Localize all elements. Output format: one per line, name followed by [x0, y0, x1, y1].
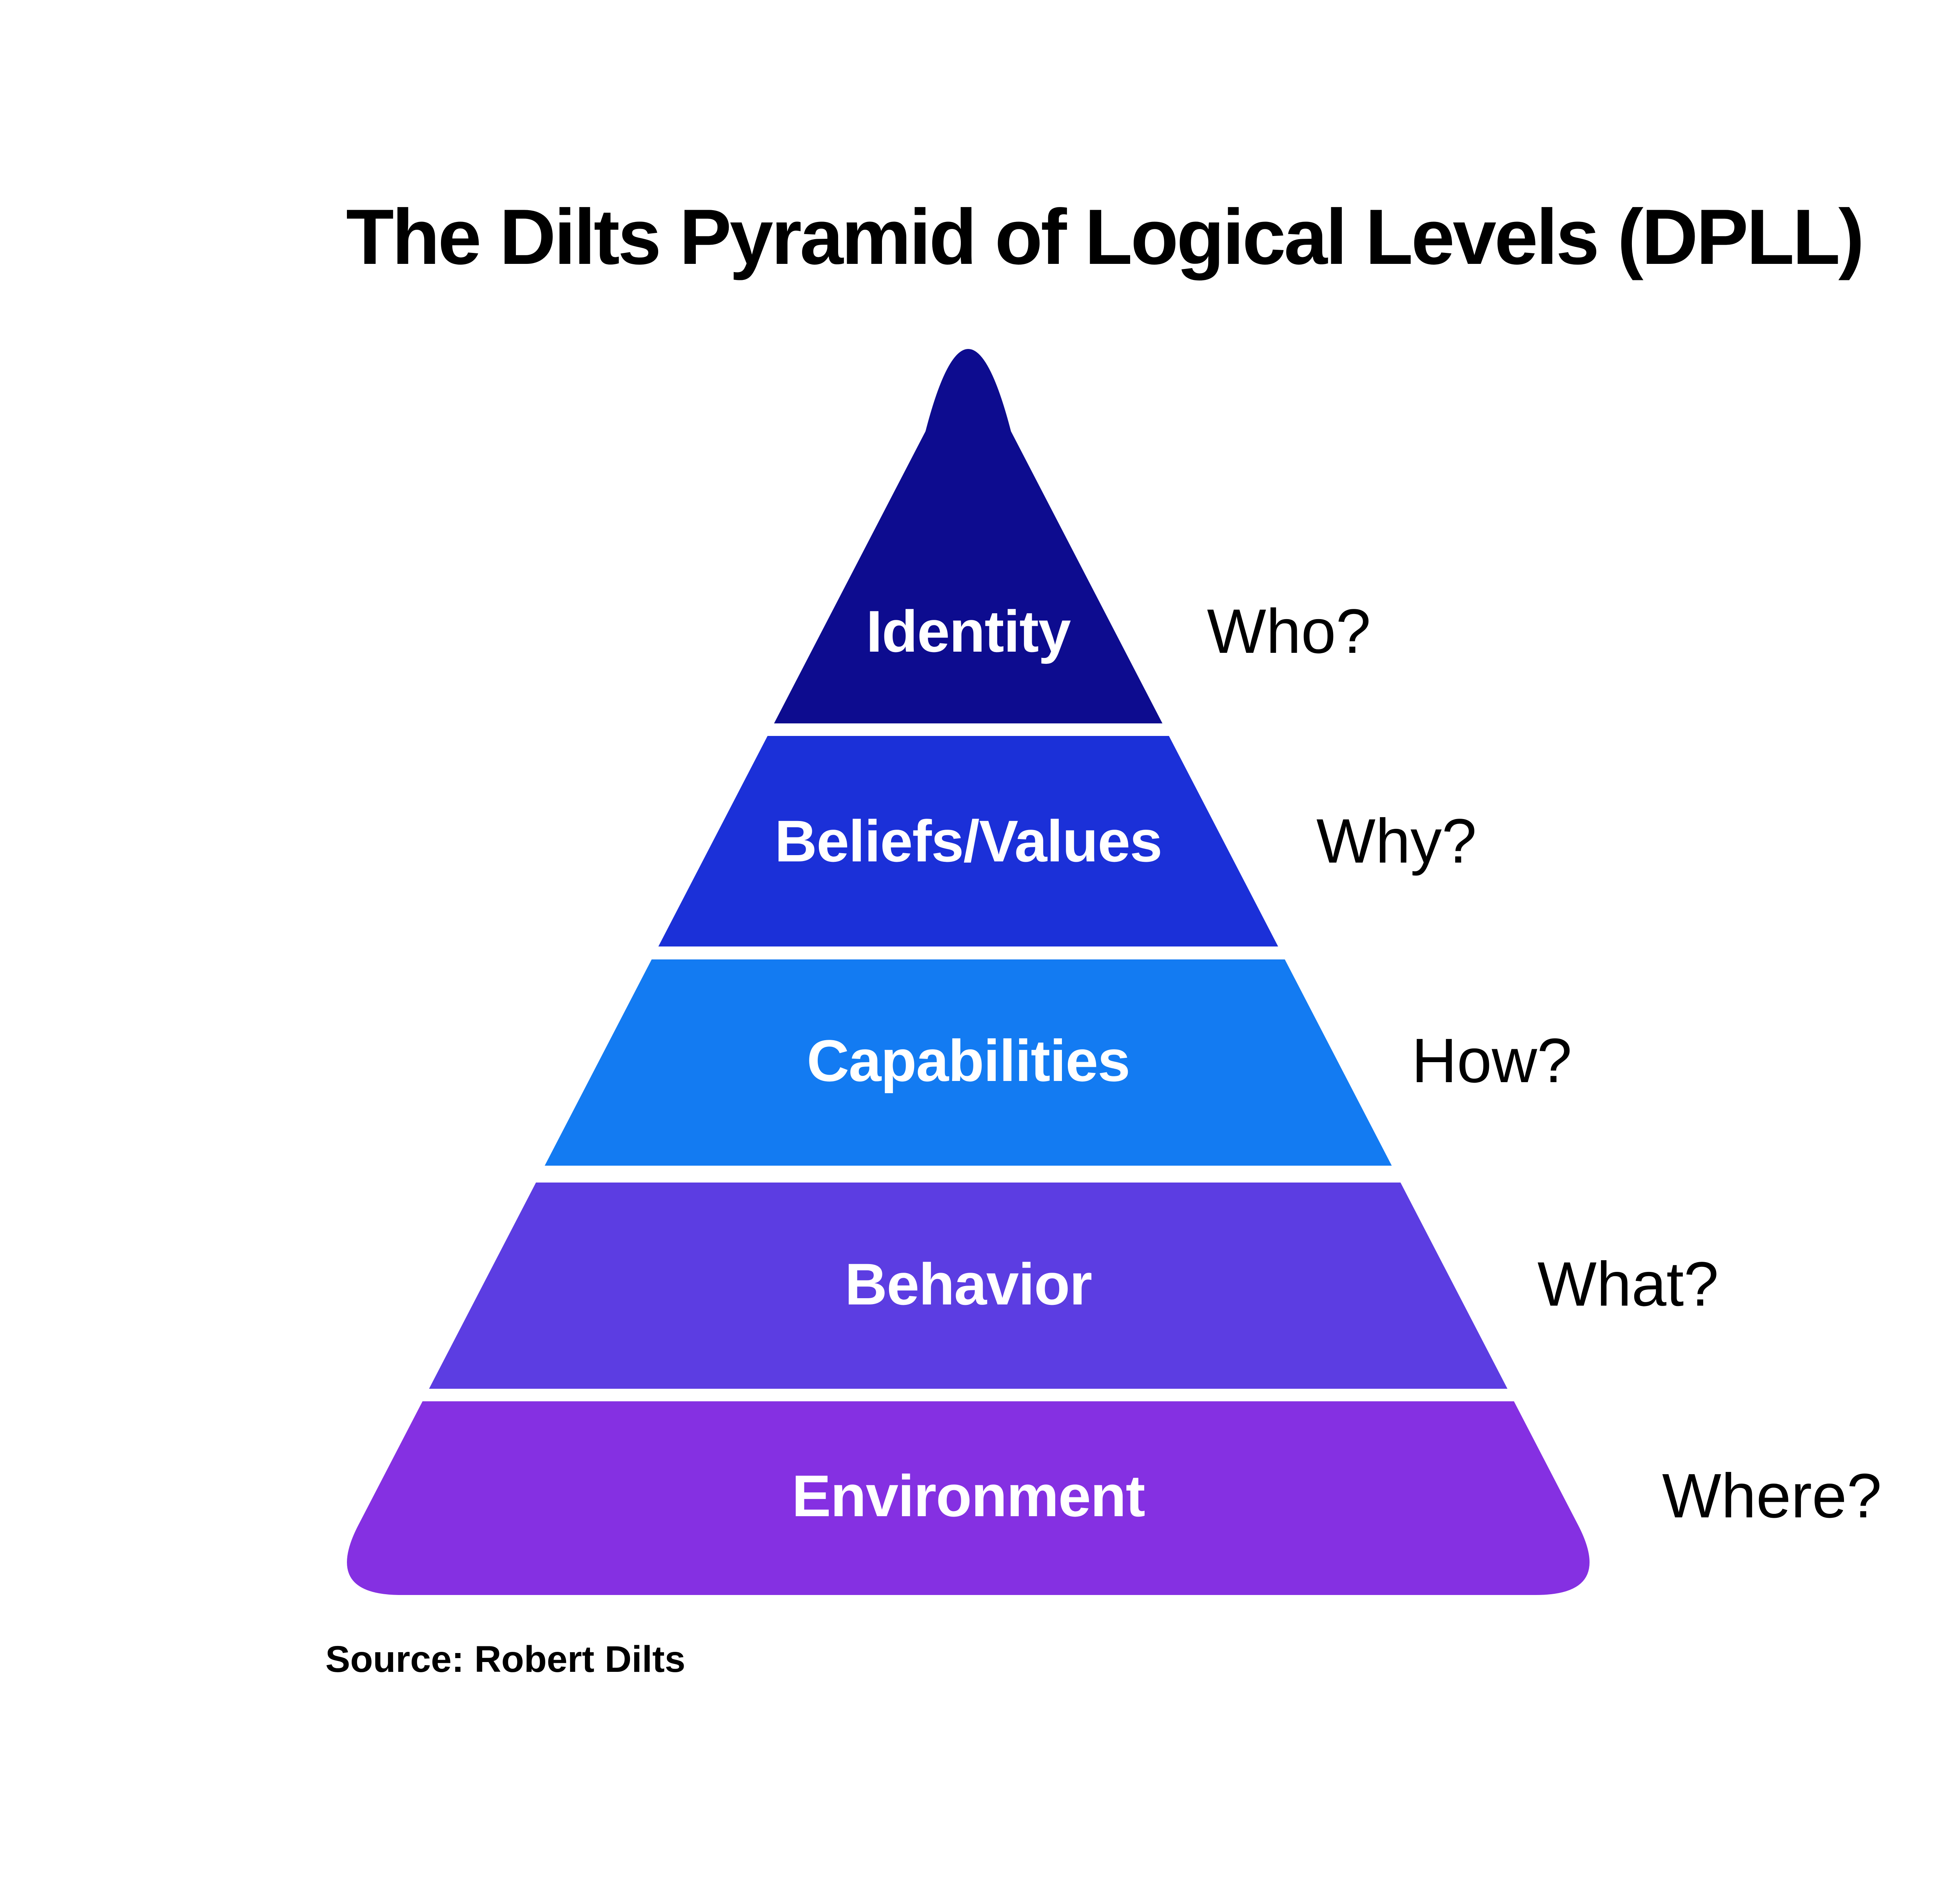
page-title: The Dilts Pyramid of Logical Levels (DPL…	[346, 193, 1865, 281]
source-attribution: Source: Robert Dilts	[325, 1639, 686, 1680]
level-label-behavior: Behavior	[845, 1251, 1092, 1317]
question-label-what: What?	[1537, 1249, 1719, 1319]
level-label-identity: Identity	[866, 598, 1071, 664]
level-label-beliefs-values: Beliefs/Values	[775, 808, 1162, 874]
question-label-why: Why?	[1316, 806, 1477, 876]
question-label-who: Who?	[1207, 596, 1371, 666]
level-label-capabilities: Capabilities	[807, 1028, 1130, 1094]
pyramid-level-environment-shape	[347, 1401, 1590, 1595]
question-label-how: How?	[1412, 1025, 1572, 1095]
pyramid-level-behavior-shape	[347, 1183, 1590, 1389]
question-label-where: Where?	[1662, 1461, 1882, 1531]
level-label-environment: Environment	[791, 1463, 1145, 1529]
